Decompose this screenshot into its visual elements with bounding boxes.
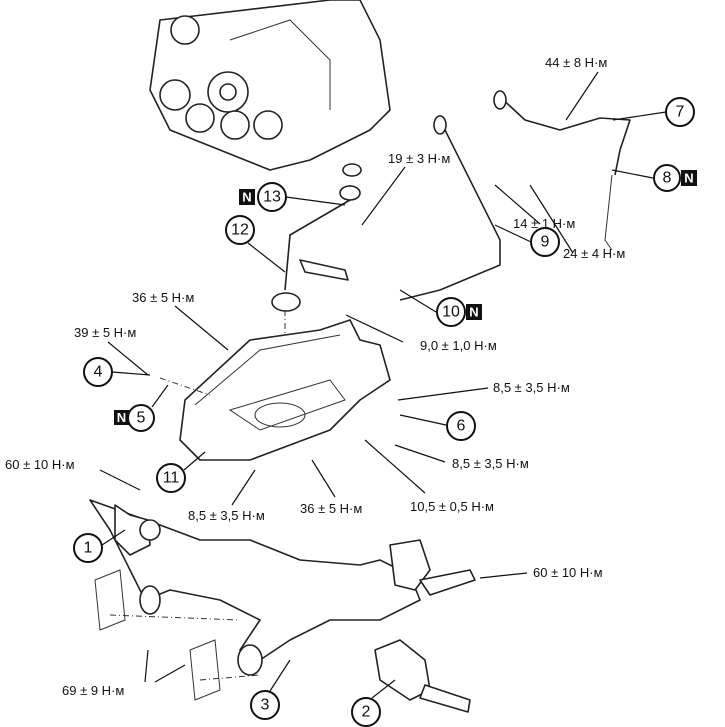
torque-label: 36 ± 5 Н·м	[132, 290, 194, 305]
dipstick-tube	[399, 90, 631, 301]
callout-10: 10 N	[436, 297, 482, 327]
callout-number: 7	[676, 104, 685, 121]
new-part-marker: N	[469, 305, 478, 320]
callout-4: 4	[83, 357, 113, 387]
new-part-marker: N	[684, 171, 693, 186]
leader-lines	[99, 71, 667, 699]
callout-number: 11	[163, 470, 180, 487]
torque-label: 14 ± 1 Н·м	[513, 216, 575, 231]
callout-number: 6	[457, 418, 466, 435]
callout-9: 9	[530, 227, 560, 257]
callout-8: 8 N	[653, 164, 697, 192]
engine-block	[149, 0, 391, 171]
callout-number: 8	[663, 170, 672, 187]
torque-label: 10,5 ± 0,5 Н·м	[410, 499, 494, 514]
callout-number: 9	[541, 234, 550, 251]
torque-label: 24 ± 4 Н·м	[563, 246, 625, 261]
callout-number: 13	[263, 189, 281, 206]
callout-2: 2	[351, 697, 381, 727]
callout-number: 2	[362, 704, 371, 721]
callout-11: 11	[156, 463, 186, 493]
callout-1: 1	[73, 533, 103, 563]
torque-label: 39 ± 5 Н·м	[74, 325, 136, 340]
callout-number: 10	[442, 304, 460, 321]
callout-3: 3	[250, 690, 280, 720]
callout-12: 12	[225, 215, 255, 245]
rear-axle-assembly	[89, 499, 476, 713]
callout-6: 6	[446, 411, 476, 441]
torque-label: 19 ± 3 Н·м	[388, 151, 450, 166]
torque-label: 36 ± 5 Н·м	[300, 501, 362, 516]
new-part-marker: N	[242, 190, 251, 205]
torque-label: 8,5 ± 3,5 Н·м	[493, 380, 570, 395]
torque-label: 69 ± 9 Н·м	[62, 683, 124, 698]
callout-number: 12	[231, 222, 249, 239]
callout-13: N 13	[239, 182, 287, 212]
callout-number: 1	[84, 540, 93, 557]
torque-label: 44 ± 8 Н·м	[545, 55, 607, 70]
callout-number: 4	[94, 364, 103, 381]
torque-label: 9,0 ± 1,0 Н·м	[420, 338, 497, 353]
oil-pickup-tube	[271, 163, 362, 390]
callout-7: 7	[665, 97, 695, 127]
callout-number: 5	[137, 410, 146, 427]
torque-label: 8,5 ± 3,5 Н·м	[452, 456, 529, 471]
callout-number: 3	[261, 697, 270, 714]
callout-5: N 5	[114, 404, 155, 432]
oil-pan	[159, 319, 391, 461]
torque-label: 60 ± 10 Н·м	[5, 457, 75, 472]
new-part-marker: N	[117, 410, 126, 425]
torque-label: 8,5 ± 3,5 Н·м	[188, 508, 265, 523]
torque-label: 60 ± 10 Н·м	[533, 565, 603, 580]
